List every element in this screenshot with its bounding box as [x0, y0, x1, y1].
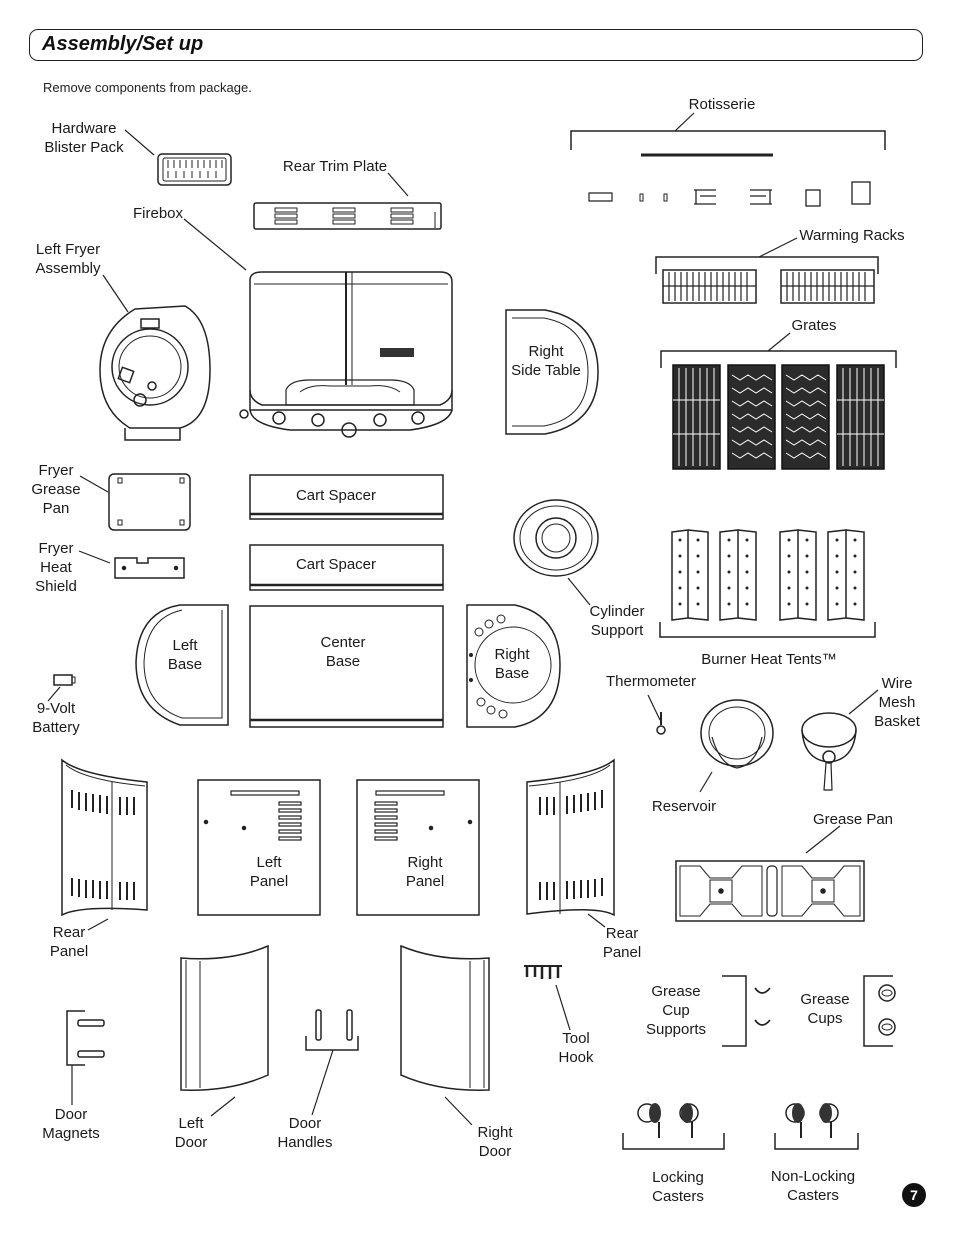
- label-cart-spacer-2: Cart Spacer: [295, 556, 377, 573]
- label-burner-heat-tents: Burner Heat Tents™: [701, 651, 837, 668]
- page-title: Assembly/Set up: [42, 33, 204, 55]
- non-locking-casters-drawing: [774, 1103, 859, 1150]
- door-handles-drawing: [305, 1009, 359, 1116]
- label-center-base: Center Base: [320, 634, 366, 670]
- label-locking-casters: Locking Casters: [652, 1169, 704, 1205]
- label-cylinder-support: Cylinder Support: [589, 603, 645, 639]
- right-side-table-drawing: [505, 309, 599, 435]
- right-panel-drawing: [356, 779, 480, 916]
- label-thermometer: Thermometer: [605, 673, 697, 690]
- grease-cups-drawing: [863, 975, 896, 1047]
- label-tool-hook: Tool Hook: [558, 1030, 594, 1066]
- fryer-grease-pan-drawing: [79, 473, 191, 531]
- label-rear-panel-right: Rear Panel: [602, 925, 642, 961]
- label-rotisserie: Rotisserie: [688, 96, 756, 113]
- warming-racks-drawing: [655, 237, 879, 304]
- label-warming-racks: Warming Racks: [799, 227, 905, 244]
- right-base-drawing: [466, 604, 561, 728]
- label-right-panel: Right Panel: [405, 854, 445, 890]
- label-reservoir: Reservoir: [651, 798, 717, 815]
- label-right-door: Right Door: [477, 1124, 513, 1160]
- label-hardware-blister-pack: Hardware Blister Pack: [44, 120, 124, 156]
- cart-spacer-drawings: [249, 474, 444, 591]
- wire-mesh-basket-drawing: [801, 689, 879, 791]
- label-left-base: Left Base: [167, 637, 203, 673]
- label-door-handles: Door Handles: [277, 1115, 333, 1151]
- label-cart-spacer-1: Cart Spacer: [295, 487, 377, 504]
- label-right-base: Right Base: [494, 646, 530, 682]
- firebox-drawing: [183, 218, 453, 438]
- label-rear-trim-plate: Rear Trim Plate: [282, 158, 388, 175]
- grease-cup-supports-drawing: [722, 975, 771, 1047]
- label-grease-cups: Grease Cups: [800, 991, 850, 1027]
- door-magnets-drawing: [66, 1010, 105, 1105]
- intro-text: Remove components from package.: [43, 80, 252, 95]
- battery-drawing: [47, 674, 76, 702]
- label-fryer-grease-pan: Fryer Grease Pan: [31, 462, 81, 517]
- label-left-panel: Left Panel: [249, 854, 289, 890]
- label-wire-mesh-basket: Wire Mesh Basket: [874, 675, 920, 730]
- label-door-magnets: Door Magnets: [42, 1106, 100, 1142]
- label-left-door: Left Door: [174, 1115, 208, 1151]
- label-grease-cup-supports: Grease Cup Supports: [645, 983, 707, 1038]
- center-base-drawing: [249, 605, 444, 728]
- label-non-locking-casters: Non-Locking Casters: [770, 1168, 856, 1204]
- label-left-fryer-assembly: Left Fryer Assembly: [35, 241, 101, 277]
- burner-heat-tents-drawing: [659, 529, 876, 638]
- page-number: 7: [902, 1183, 926, 1207]
- rear-panel-right-drawing: [526, 758, 615, 928]
- reservoir-drawing: [699, 699, 774, 793]
- fryer-heat-shield-drawing: [78, 550, 185, 579]
- label-rear-panel-left: Rear Panel: [49, 924, 89, 960]
- section-header: Assembly/Set up: [29, 29, 923, 61]
- grates-drawing: [660, 332, 897, 470]
- hardware-blister-pack-drawing: [124, 129, 232, 186]
- rear-trim-plate-drawing: [253, 172, 442, 230]
- left-door-drawing: [180, 944, 269, 1117]
- rotisserie-drawing: [570, 112, 886, 207]
- left-panel-drawing: [197, 779, 321, 916]
- cylinder-support-drawing: [513, 499, 599, 606]
- locking-casters-drawing: [622, 1103, 725, 1150]
- rear-panel-left-drawing: [61, 758, 148, 931]
- tool-hook-drawing: [524, 965, 571, 1031]
- label-right-side-table: Right Side Table: [511, 343, 581, 379]
- left-base-drawing: [135, 604, 229, 726]
- right-door-drawing: [400, 944, 490, 1126]
- thermometer-drawing: [647, 694, 666, 735]
- label-grates: Grates: [791, 317, 837, 334]
- label-grease-pan: Grease Pan: [812, 811, 894, 828]
- label-fryer-heat-shield: Fryer Heat Shield: [35, 540, 77, 595]
- left-fryer-assembly-drawing: [99, 274, 211, 441]
- label-9-volt-battery: 9-Volt Battery: [32, 700, 80, 736]
- grease-pan-drawing: [675, 825, 865, 922]
- label-firebox: Firebox: [132, 205, 184, 222]
